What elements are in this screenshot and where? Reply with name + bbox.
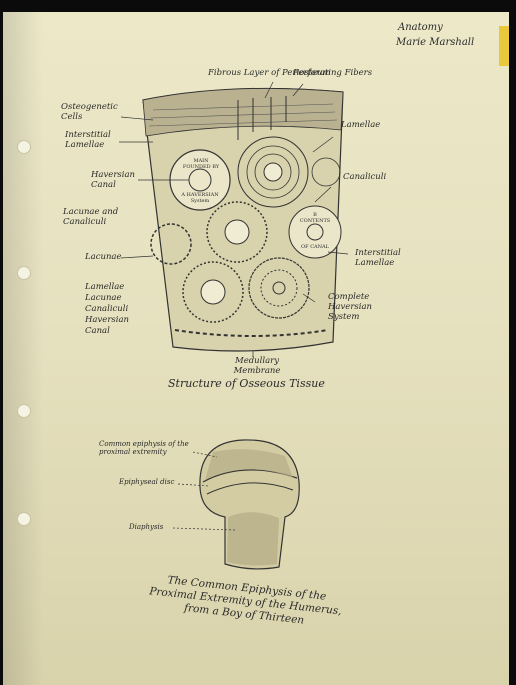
label-canaliculi: Canaliculi (343, 172, 386, 182)
group-list-item: Lamellae (85, 282, 129, 293)
label-group-list: Lamellae Lacunae Canaliculi Haversian Ca… (85, 282, 129, 337)
group-list-item: Haversian (85, 315, 129, 326)
label-lamellae: Lamellae (341, 120, 380, 130)
circle-b-top-text: B CONTENTS (299, 212, 331, 224)
label-haversian-canal: Haversian Canal (91, 170, 151, 190)
label-common-epiphysis: Common epiphysis of the proximal extremi… (99, 440, 199, 456)
circle-b-bottom-text: OF CANAL (299, 244, 331, 250)
group-list-item: Lacunae (85, 293, 129, 304)
label-diaphysis: Diaphysis (129, 522, 163, 532)
label-interstitial-lamellae: Interstitial Lamellae (65, 130, 135, 150)
circle-a-top-text: MAIN FOUNDED BY (181, 158, 221, 170)
label-medullary-membrane: Medullary Membrane (227, 356, 287, 376)
label-epiphyseal-disc: Epiphyseal disc (119, 477, 174, 487)
label-interstitial-lamellae-right: Interstitial Lamellae (355, 248, 425, 268)
group-list-item: Canal (85, 326, 129, 337)
figure1-title: Structure of Osseous Tissue (168, 377, 325, 390)
label-perforating-fibers: Perforating Fibers (293, 68, 372, 78)
label-lacunae: Lacunae (85, 252, 122, 262)
notebook-page: Anatomy Marie Marshall (3, 12, 509, 685)
group-list-item: Canaliculi (85, 304, 129, 315)
label-lacunae-and-canaliculi: Lacunae and Canaliculi (63, 207, 143, 227)
circle-a-bottom-text: A HAVERSIAN System (177, 192, 223, 204)
label-complete-haversian-system: Complete Haversian System (328, 292, 390, 322)
label-osteogenetic-cells: Osteogenetic Cells (61, 102, 131, 122)
